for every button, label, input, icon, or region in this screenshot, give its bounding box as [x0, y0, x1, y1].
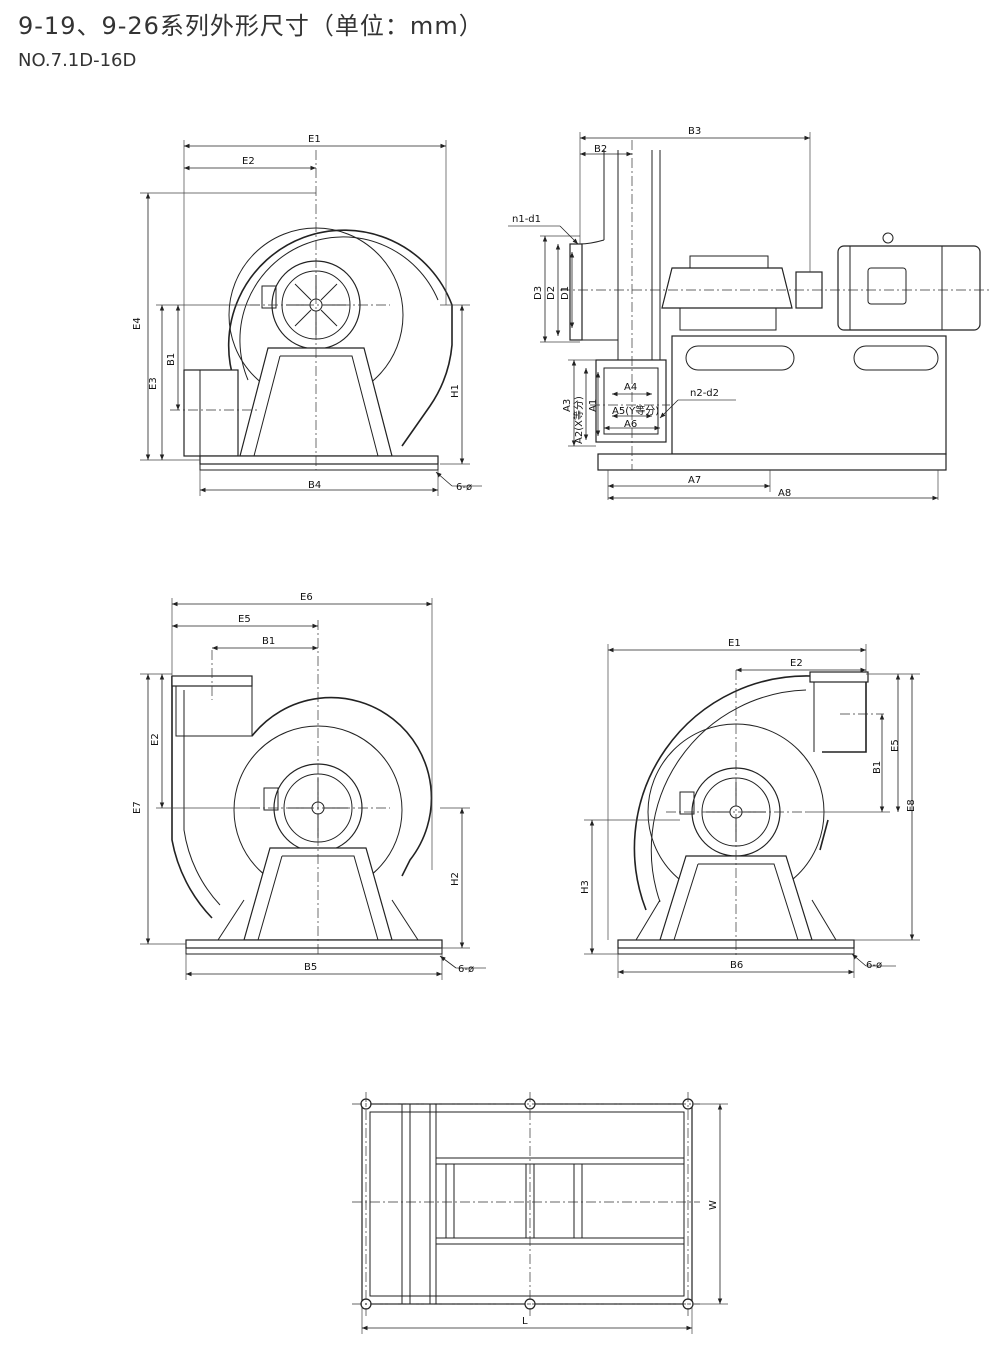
- dim-W: W: [708, 1200, 719, 1210]
- dim-E2: E2: [242, 156, 255, 167]
- dim-B5: B5: [304, 962, 317, 973]
- dim-E5-3: E5: [890, 739, 901, 752]
- side-view: B3 B2 n1-d1 D3 D2 D1 A3 A2(X等分) A1 A4 A5…: [508, 126, 990, 501]
- side-motor: [837, 245, 981, 331]
- base-plan-view: W L: [352, 1092, 728, 1334]
- model-range: NO.7.1D-16D: [18, 50, 137, 71]
- front-view-2: E6 E5 B1 E7 E2 H2 B5 6-ø: [132, 592, 486, 980]
- dim-A6: A6: [624, 419, 637, 430]
- dim-A3: A3: [562, 399, 573, 412]
- dim-E1-3: E1: [728, 638, 741, 649]
- dim-A7: A7: [688, 475, 701, 486]
- base-plate-2: [185, 939, 443, 949]
- dim-A2: A2(X等分): [572, 396, 585, 444]
- side-base-plate: [597, 453, 947, 471]
- front-view-3: E1 E2 E5 B1 E8 H3 B6 6-ø: [580, 638, 920, 978]
- dim-H3: H3: [580, 880, 591, 894]
- volute-casing: [227, 229, 453, 447]
- dim-A4: A4: [624, 382, 637, 393]
- dim-H2: H2: [450, 872, 461, 886]
- dim-B1: B1: [166, 353, 177, 366]
- outlet-flange: [183, 369, 239, 457]
- dim-E3: E3: [148, 377, 159, 390]
- dim-B1-3: B1: [872, 761, 883, 774]
- top-outlet-flange-2: [809, 671, 869, 683]
- dim-B4: B4: [308, 480, 321, 491]
- dim-B6: B6: [730, 960, 743, 971]
- dim-D1: D1: [560, 286, 571, 300]
- dim-E6: E6: [300, 592, 313, 603]
- base-holes-2: 6-ø: [458, 964, 474, 975]
- dim-B2: B2: [594, 144, 607, 155]
- dim-D3: D3: [533, 286, 544, 300]
- dim-A5: A5(Y等分): [612, 404, 659, 417]
- dim-L: L: [522, 1316, 528, 1327]
- volute-casing-2: [171, 676, 433, 919]
- volute-casing-3: [633, 675, 867, 911]
- dim-E1: E1: [308, 134, 321, 145]
- base-frame-plan: [361, 1103, 693, 1305]
- base-holes-1: 6-ø: [456, 482, 472, 493]
- dim-D2: D2: [546, 286, 557, 300]
- dim-H1: H1: [450, 384, 461, 398]
- label-n2d2: n2-d2: [690, 388, 719, 399]
- dim-E4: E4: [132, 317, 143, 330]
- base-plate: [199, 455, 439, 465]
- front-view-1: E1 E2 E4 E3 B1 H1 B4 6-ø: [132, 134, 482, 496]
- bearing-housing: [661, 267, 793, 309]
- inlet-duct: [603, 150, 661, 360]
- dim-B1-2: B1: [262, 636, 275, 647]
- dim-A8: A8: [778, 488, 791, 499]
- dim-E2-2: E2: [150, 733, 161, 746]
- page-title: 9-19、9-26系列外形尺寸（单位：mm）: [18, 12, 484, 40]
- dim-E8: E8: [906, 799, 917, 812]
- dim-E5: E5: [238, 614, 251, 625]
- base-frame: [671, 335, 947, 455]
- dim-A1: A1: [588, 399, 599, 412]
- dim-E7: E7: [132, 801, 143, 814]
- dim-E2-3: E2: [790, 658, 803, 669]
- dim-B3: B3: [688, 126, 701, 137]
- label-n1d1: n1-d1: [512, 214, 541, 225]
- base-holes-3: 6-ø: [866, 960, 882, 971]
